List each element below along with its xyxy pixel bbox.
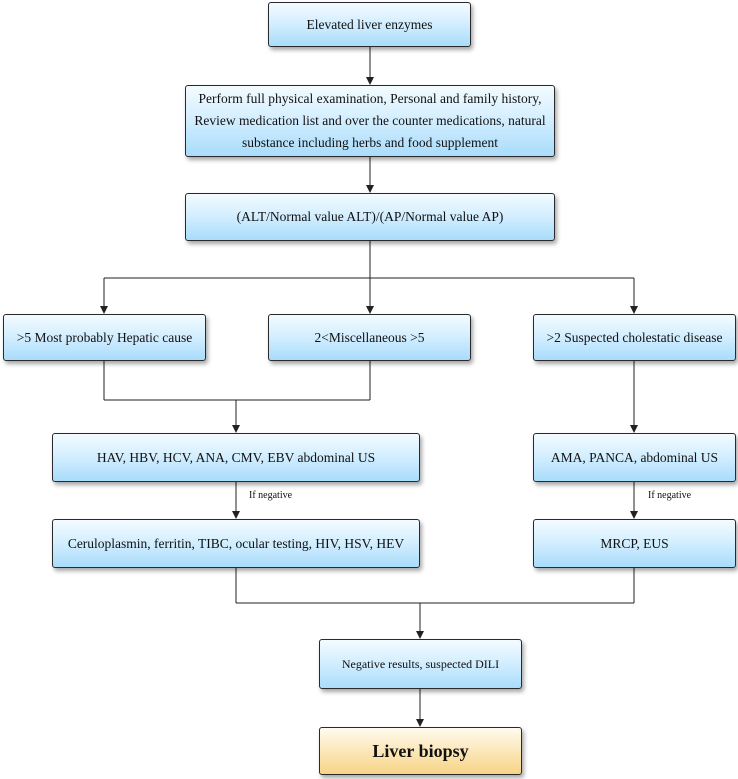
ratio-label: (ALT/Normal value ALT)/(AP/Normal value … xyxy=(236,209,504,224)
miscellaneous-label: 2<Miscellaneous >5 xyxy=(314,329,425,345)
hepatic-cause-box: >5 Most probably Hepatic cause xyxy=(3,314,206,361)
elevated-liver-enzymes-box: Elevated liver enzymes xyxy=(268,2,471,47)
arrow-head xyxy=(416,631,424,639)
ceruloplasmin-label: Ceruloplasmin, ferritin, TIBC, ocular te… xyxy=(67,535,405,551)
arrow-head xyxy=(366,185,374,193)
mrcp-eus-box: MRCP, EUS xyxy=(533,519,736,568)
arrow-head xyxy=(366,77,374,85)
elevated-liver-enzymes-label: Elevated liver enzymes xyxy=(306,16,433,32)
arrow-head xyxy=(630,306,638,314)
arrow-head xyxy=(630,511,638,519)
arrow-head xyxy=(232,425,240,433)
miscellaneous-box: 2<Miscellaneous >5 xyxy=(268,314,471,361)
arrow-head xyxy=(416,719,424,727)
viral-serology-label: HAV, HBV, HCV, ANA, CMV, EBV abdominal U… xyxy=(96,449,376,465)
mrcp-eus-label: MRCP, EUS xyxy=(600,535,669,551)
physical-exam-label: Perform full physical examination, Perso… xyxy=(194,91,546,150)
suspected-dili-label: Negative results, suspected DILI xyxy=(341,657,500,671)
right-if-negative-label: If negative xyxy=(648,490,692,501)
ratio-box: (ALT/Normal value ALT)/(AP/Normal value … xyxy=(185,193,555,241)
arrow-head xyxy=(366,306,374,314)
ama-panca-box: AMA, PANCA, abdominal US xyxy=(533,433,736,482)
liver-biopsy-box: Liver biopsy xyxy=(319,727,522,775)
cholestatic-box: >2 Suspected cholestatic disease xyxy=(533,314,736,361)
physical-exam-box: Perform full physical examination, Perso… xyxy=(185,85,555,157)
arrow-head xyxy=(630,425,638,433)
left-if-negative-label: If negative xyxy=(249,490,293,501)
suspected-dili-box: Negative results, suspected DILI xyxy=(319,639,522,689)
arrow-head xyxy=(100,306,108,314)
viral-serology-box: HAV, HBV, HCV, ANA, CMV, EBV abdominal U… xyxy=(52,433,420,482)
ama-panca-label: AMA, PANCA, abdominal US xyxy=(550,449,719,465)
cholestatic-label: >2 Suspected cholestatic disease xyxy=(546,329,723,345)
arrow-head xyxy=(232,511,240,519)
hepatic-cause-label: >5 Most probably Hepatic cause xyxy=(16,329,193,345)
ceruloplasmin-box: Ceruloplasmin, ferritin, TIBC, ocular te… xyxy=(52,519,420,568)
liver-biopsy-label: Liver biopsy xyxy=(372,741,469,761)
